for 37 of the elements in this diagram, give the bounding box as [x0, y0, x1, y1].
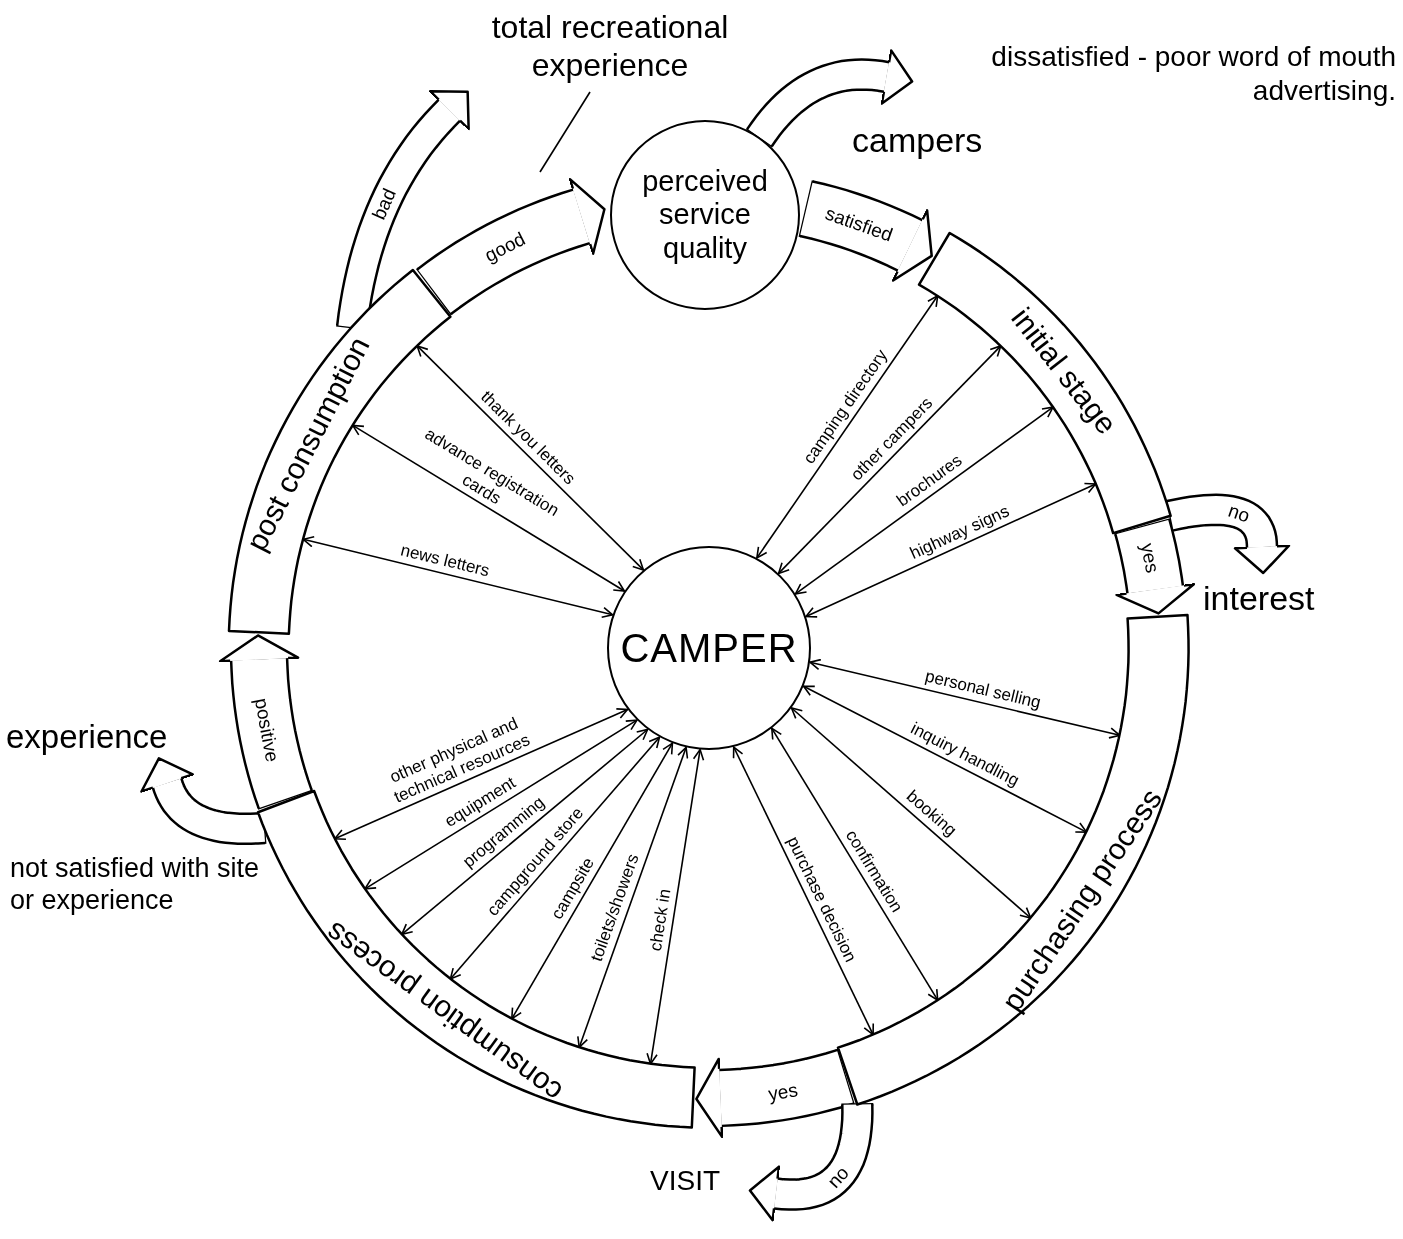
- double-arrow: [802, 685, 1088, 833]
- note-text: dissatisfied - poor word of mouth advertising.: [912, 40, 1396, 120]
- note-text: interest: [1203, 573, 1373, 624]
- double-arrow: [449, 736, 661, 980]
- double-arrow: [416, 345, 645, 571]
- double-arrow: [364, 719, 638, 890]
- note-text: total recreational experience: [450, 8, 770, 92]
- edge-label: yes: [1137, 541, 1163, 575]
- node-label: CAMPER: [620, 625, 798, 672]
- double-arrow: [777, 345, 1002, 575]
- double-arrow: [732, 746, 875, 1036]
- double-arrow: [302, 536, 614, 619]
- double-arrow: [790, 707, 1032, 919]
- note-text: VISIT: [650, 1160, 750, 1202]
- node-label: perceived service quality: [641, 165, 769, 265]
- note-text: not satisfied with site or experience: [10, 852, 261, 917]
- double-arrow: [794, 406, 1054, 595]
- edge-label: yes: [767, 1079, 800, 1104]
- double-arrow: [334, 708, 629, 841]
- double-arrow: [771, 727, 939, 1001]
- double-arrow: [352, 424, 626, 592]
- heading-text: campers: [852, 120, 984, 161]
- edge-label: bad: [369, 185, 400, 223]
- double-arrow: [646, 748, 705, 1065]
- double-arrow: [756, 295, 939, 559]
- edge-label: no: [824, 1162, 853, 1192]
- edge-label: satisfied: [823, 203, 896, 245]
- edge-label: personal selling: [923, 666, 1044, 714]
- edge-label: positive: [251, 696, 282, 764]
- double-arrow: [805, 482, 1097, 618]
- edge-label: news letters: [399, 540, 492, 582]
- leader-line: [539, 91, 591, 173]
- note-text: experience: [6, 712, 206, 762]
- edge-label: no: [1226, 500, 1253, 526]
- double-arrow: [401, 728, 649, 936]
- edge-label: check in: [645, 888, 675, 953]
- double-arrow: [511, 742, 674, 1020]
